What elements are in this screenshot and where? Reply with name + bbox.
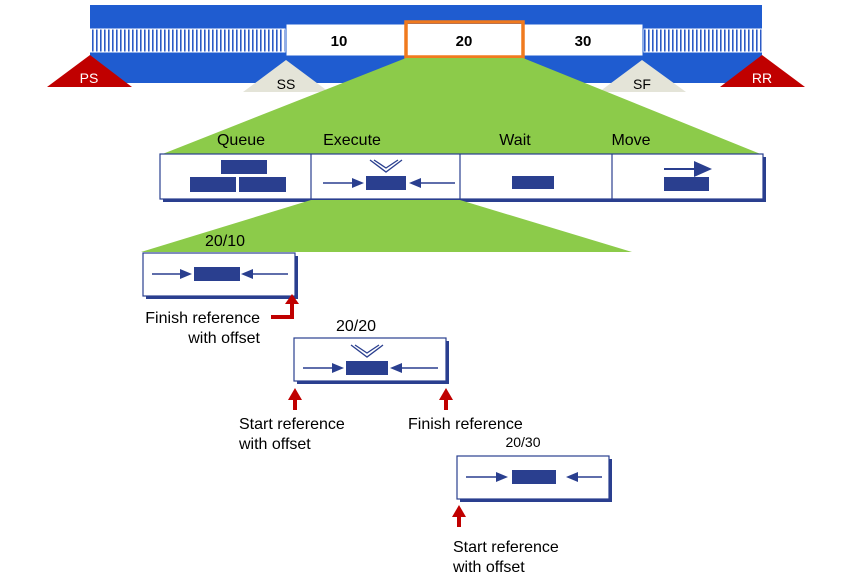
execute-icon (323, 159, 455, 190)
operation-label-10: 10 (331, 33, 348, 50)
finish-reference-offset-label-line2: with offset (187, 330, 260, 347)
rr-label: RR (752, 70, 772, 86)
phase-label-execute: Execute (323, 132, 381, 149)
zoom-fan-operation-20 (160, 58, 763, 155)
finish-reference-arrow (439, 388, 453, 410)
wait-icon (512, 176, 554, 189)
start-reference-offset-label-line1: Start reference (453, 539, 559, 556)
queue-icon (190, 160, 286, 192)
operation-label-20: 20 (456, 33, 473, 50)
operation-box-30[interactable] (523, 23, 644, 57)
sub-operation-20-10[interactable] (142, 252, 298, 299)
start-reference-offset-label-line2: with offset (452, 559, 525, 576)
start-reference-arrow (288, 388, 302, 410)
sub-operation-20-20[interactable] (293, 337, 449, 384)
ss-label: SS (277, 76, 296, 92)
timeline-ticks-right (642, 28, 763, 53)
sub-operation-20-30[interactable] (456, 455, 612, 502)
rr-marker (720, 55, 805, 87)
ss-marker (243, 60, 329, 92)
finish-reference-label: Finish reference (408, 416, 523, 433)
routing-bar: 10 20 30 PS RR SS SF (47, 5, 805, 92)
start-reference-offset-label-line1: Start reference (239, 416, 345, 433)
phase-label-queue: Queue (217, 132, 265, 149)
phase-label-move: Move (611, 132, 650, 149)
phase-strip (159, 153, 766, 202)
start-reference-offset-label-line2: with offset (238, 436, 311, 453)
execute-icon (303, 344, 438, 375)
operation-box-20[interactable] (405, 24, 524, 56)
timeline-ticks-left (89, 28, 286, 53)
ps-marker (47, 55, 132, 87)
finish-reference-offset-label-line1: Finish reference (145, 310, 260, 327)
ps-label: PS (80, 70, 99, 86)
finish-reference-arrow (271, 294, 299, 319)
sub-operation-label-20-30: 20/30 (505, 434, 540, 450)
sub-operation-label-20-10: 20/10 (205, 233, 245, 250)
phase-labels: Queue Execute Wait Move (217, 132, 651, 149)
operation-20-selection-outline (404, 20, 525, 59)
execute-arrows-icon (466, 470, 602, 484)
move-icon (664, 161, 712, 191)
sf-label: SF (633, 76, 651, 92)
start-reference-arrow (452, 505, 466, 527)
sub-operation-label-20-20: 20/20 (336, 318, 376, 335)
zoom-fan-execute (141, 200, 632, 252)
sf-marker (599, 60, 686, 92)
phase-label-wait: Wait (499, 132, 531, 149)
operation-label-30: 30 (575, 33, 592, 50)
execute-arrows-icon (152, 267, 288, 281)
